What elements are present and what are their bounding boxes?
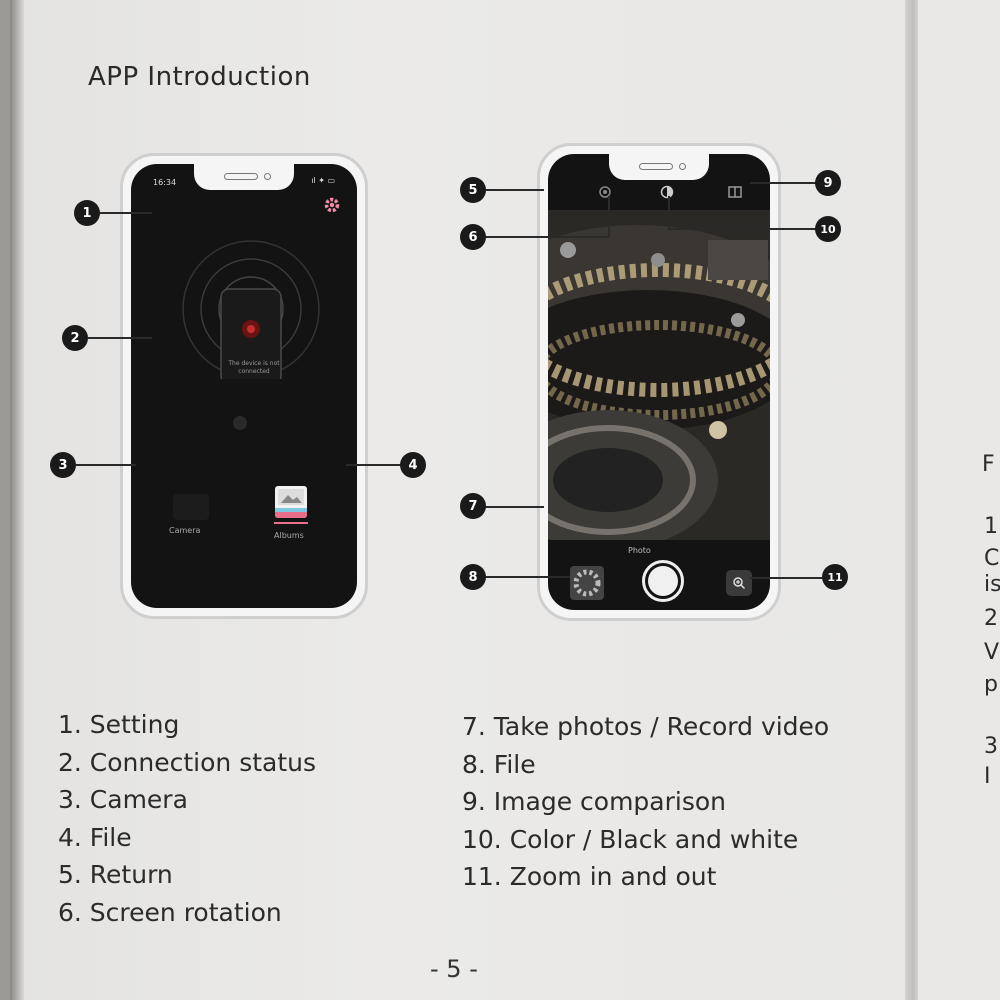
phone-notch [194, 164, 294, 190]
next-page-fragment: 2 [984, 606, 998, 631]
leader-line-11 [750, 577, 834, 579]
legend-item: 5. Return [58, 860, 173, 889]
albums-underline [274, 522, 308, 524]
rotate-icon[interactable] [598, 184, 612, 198]
next-page-fragment: I [984, 764, 991, 789]
zoom-icon[interactable] [726, 570, 752, 596]
phone-home-screen: 16:34 ıl ✦ ▭ The devic [120, 153, 368, 619]
legend-item: 4. File [58, 822, 132, 852]
leader-line-1 [100, 212, 152, 214]
phone-camera-screen: Photo [537, 143, 781, 621]
legend-item: 7. Take photos / Record video [462, 712, 830, 741]
legend-item: 8. File [462, 749, 536, 779]
legend-item: 3. Camera [58, 785, 188, 814]
legend-left: 1. Setting 2. Connection status 3. Camer… [58, 706, 316, 931]
next-page-fragment: 1 [984, 514, 998, 539]
callout-10: 10 [815, 216, 841, 242]
albums-button[interactable] [275, 486, 307, 518]
next-page-fragment: p [984, 672, 998, 697]
page-number: - 5 - [430, 955, 478, 983]
legend-item: 9. Image comparison [462, 787, 727, 816]
phone-notch [609, 154, 709, 180]
leader-line-6-vertical [608, 196, 610, 238]
callout-2: 2 [62, 325, 88, 351]
shutter-icon[interactable] [642, 560, 684, 602]
gear-icon[interactable] [323, 196, 341, 214]
phone-screen: Photo [548, 154, 770, 610]
next-page-fragment: 3 [984, 734, 998, 759]
mode-label[interactable]: Photo [628, 546, 651, 555]
leader-line-9 [750, 182, 824, 184]
leader-line-6 [484, 236, 610, 238]
legend-item: 2. Connection status [58, 747, 317, 777]
book-gutter [905, 0, 921, 1000]
callout-1: 1 [74, 200, 100, 226]
file-thumbnail-icon[interactable] [570, 566, 604, 600]
legend-item: 6. Screen rotation [58, 897, 282, 927]
callout-6: 6 [460, 224, 486, 250]
next-page-fragment: C [984, 546, 1000, 571]
connection-message: The device is not connected [228, 360, 280, 375]
next-page: F 1 C is 2 V p 3 I [918, 0, 1000, 1000]
device-dot [233, 416, 247, 430]
leader-line-8 [484, 576, 570, 578]
callout-11: 11 [822, 564, 848, 590]
camera-button[interactable] [173, 494, 209, 520]
leader-line-10 [670, 228, 824, 230]
next-page-fragment: is [984, 572, 1000, 597]
compare-icon[interactable] [728, 184, 742, 198]
legend-item: 11. Zoom in and out [462, 862, 717, 891]
legend-item: 10. Color / Black and white [462, 824, 799, 854]
legend-right: 7. Take photos / Record video 8. File 9.… [462, 708, 829, 896]
manual-page: APP Introduction 16:34 ıl ✦ ▭ [10, 0, 915, 1000]
leader-line-5 [484, 189, 544, 191]
status-icons: ıl ✦ ▭ [311, 176, 335, 185]
page-title: APP Introduction [88, 62, 311, 92]
albums-label: Albums [274, 531, 304, 540]
callout-7: 7 [460, 493, 486, 519]
phone-screen: 16:34 ıl ✦ ▭ The devic [131, 164, 357, 608]
leader-line-4 [346, 464, 408, 466]
legend-item: 1. Setting [58, 710, 180, 739]
callout-9: 9 [815, 170, 841, 196]
next-page-fragment: F [982, 452, 995, 477]
contrast-icon[interactable] [660, 184, 674, 199]
callout-3: 3 [50, 452, 76, 478]
camera-feed [548, 210, 770, 540]
status-time: 16:34 [153, 178, 177, 187]
callout-4: 4 [400, 452, 426, 478]
leader-line-3 [76, 464, 136, 466]
leader-line-10-vertical [668, 196, 670, 230]
page-edge-shadow [10, 0, 24, 1000]
connection-status-graphic [181, 239, 321, 385]
leader-line-2 [88, 337, 152, 339]
next-page-fragment: V [984, 640, 1000, 665]
callout-8: 8 [460, 564, 486, 590]
leader-line-7 [484, 506, 544, 508]
camera-label: Camera [169, 526, 201, 535]
callout-5: 5 [460, 177, 486, 203]
